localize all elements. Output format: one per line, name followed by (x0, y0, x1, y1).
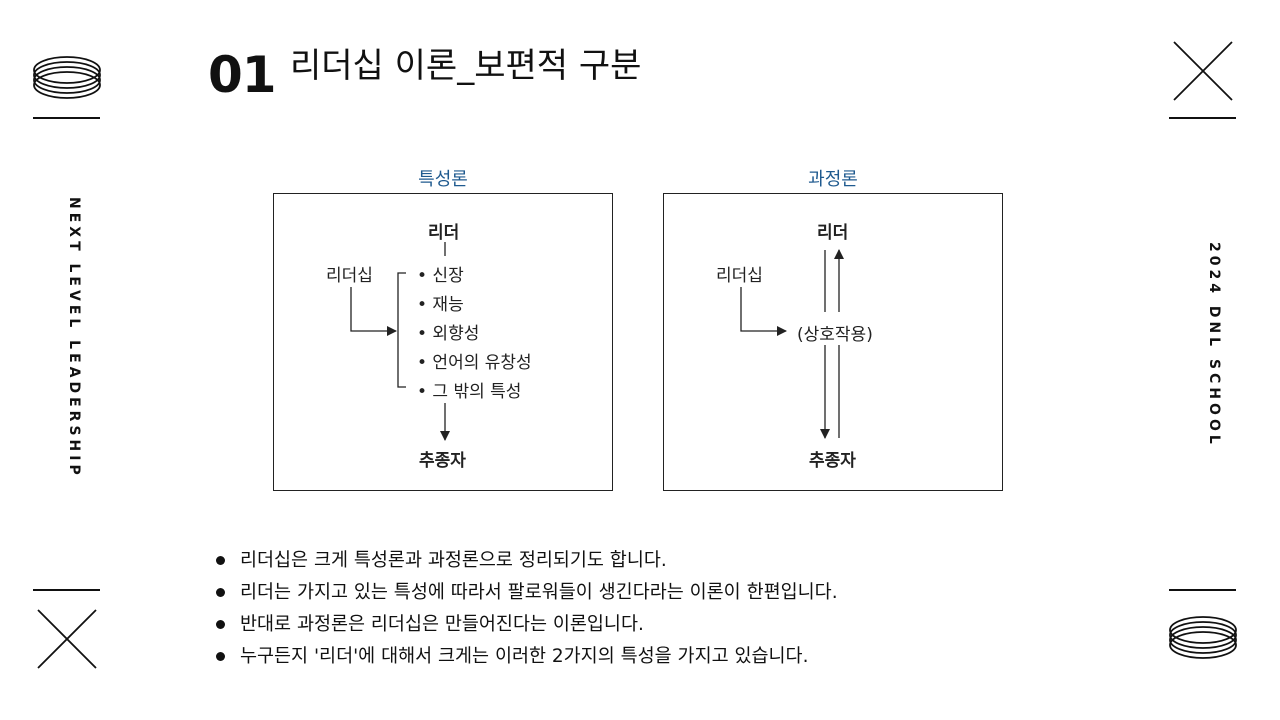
bullet-dot (216, 588, 225, 597)
trait-item: • 재능 (417, 295, 464, 315)
bullet-text: 리더는 가지고 있는 특성에 따라서 팔로워들이 생긴다라는 이론이 한편입니다… (240, 582, 838, 603)
list-item: 반대로 과정론은 리더십은 만들어진다는 이론입니다. (216, 609, 838, 641)
process-leader-label: 리더 (817, 223, 849, 243)
trait-item: • 외향성 (417, 324, 480, 344)
trait-follower-label: 추종자 (419, 451, 466, 471)
process-panel-title: 과정론 (808, 169, 858, 190)
cross-icon (37, 609, 97, 669)
trait-diagram: 리더 리더십 • 신장 • 재능 • 외향성 • 언어의 유창성 • 그 밖의 … (273, 193, 613, 491)
ring-icon (33, 56, 101, 99)
bullet-list: 리더십은 크게 특성론과 과정론으로 정리되기도 합니다. 리더는 가지고 있는… (216, 545, 838, 673)
bullet-text: 반대로 과정론은 리더십은 만들어진다는 이론입니다. (240, 614, 644, 635)
bullet-text: 리더십은 크게 특성론과 과정론으로 정리되기도 합니다. (240, 550, 667, 571)
list-item: 누구든지 '리더'에 대해서 크게는 이러한 2가지의 특성을 가지고 있습니다… (216, 641, 838, 673)
trait-item: • 신장 (417, 266, 464, 286)
bullet-dot (216, 652, 225, 661)
bullet-dot (216, 620, 225, 629)
divider-line (1169, 589, 1236, 591)
divider-line (33, 117, 100, 119)
trait-panel-title: 특성론 (418, 169, 468, 190)
list-item: 리더는 가지고 있는 특성에 따라서 팔로워들이 생긴다라는 이론이 한편입니다… (216, 577, 838, 609)
trait-item: • 그 밖의 특성 (417, 382, 522, 402)
process-connectors (740, 249, 844, 439)
page-title: 리더십 이론_보편적 구분 (290, 46, 642, 86)
process-leadership-label: 리더십 (716, 266, 763, 286)
process-diagram: 리더 리더십 (상호작용) 추종자 (663, 193, 1003, 491)
side-label-left: NEXT LEVEL LEADERSHIP (66, 197, 82, 479)
divider-line (1169, 117, 1236, 119)
cross-icon (1173, 41, 1233, 101)
bullet-text: 누구든지 '리더'에 대해서 크게는 이러한 2가지의 특성을 가지고 있습니다… (240, 646, 809, 667)
trait-leader-label: 리더 (428, 223, 460, 243)
list-item: 리더십은 크게 특성론과 과정론으로 정리되기도 합니다. (216, 545, 838, 577)
process-interaction-label: (상호작용) (795, 320, 875, 345)
trait-connectors (350, 242, 450, 441)
side-label-right: 2024 DNL SCHOOL (1206, 242, 1222, 448)
ring-icon (1169, 616, 1237, 659)
process-follower-label: 추종자 (809, 451, 856, 471)
divider-line (33, 589, 100, 591)
trait-leadership-label: 리더십 (326, 266, 373, 286)
section-number: 01 (208, 46, 277, 104)
trait-item: • 언어의 유창성 (417, 353, 532, 373)
bullet-dot (216, 556, 225, 565)
